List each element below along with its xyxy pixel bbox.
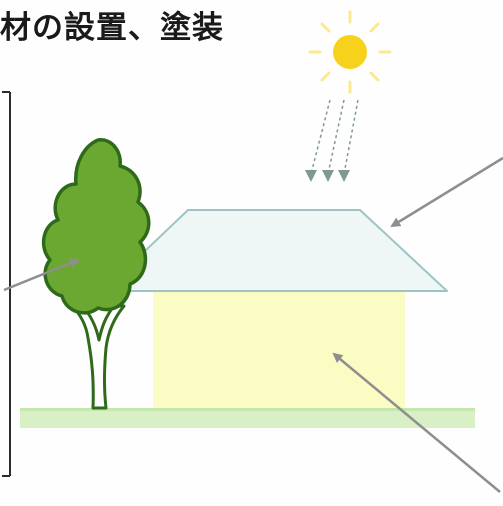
sunlight-beams <box>310 99 359 175</box>
left-frame <box>2 91 11 477</box>
pointer-to-tree <box>3 258 80 292</box>
pointer-to-roof <box>390 156 503 228</box>
sun-icon <box>308 10 392 94</box>
sunlight-arrowheads <box>305 170 350 182</box>
page-title: 材の設置、塗装 <box>0 10 224 46</box>
house-roof <box>102 209 448 292</box>
tree-icon <box>41 138 151 410</box>
pointer-to-wall <box>332 352 501 493</box>
ground <box>20 408 475 428</box>
pointer-arrows <box>3 156 503 493</box>
house-wall <box>153 285 405 408</box>
